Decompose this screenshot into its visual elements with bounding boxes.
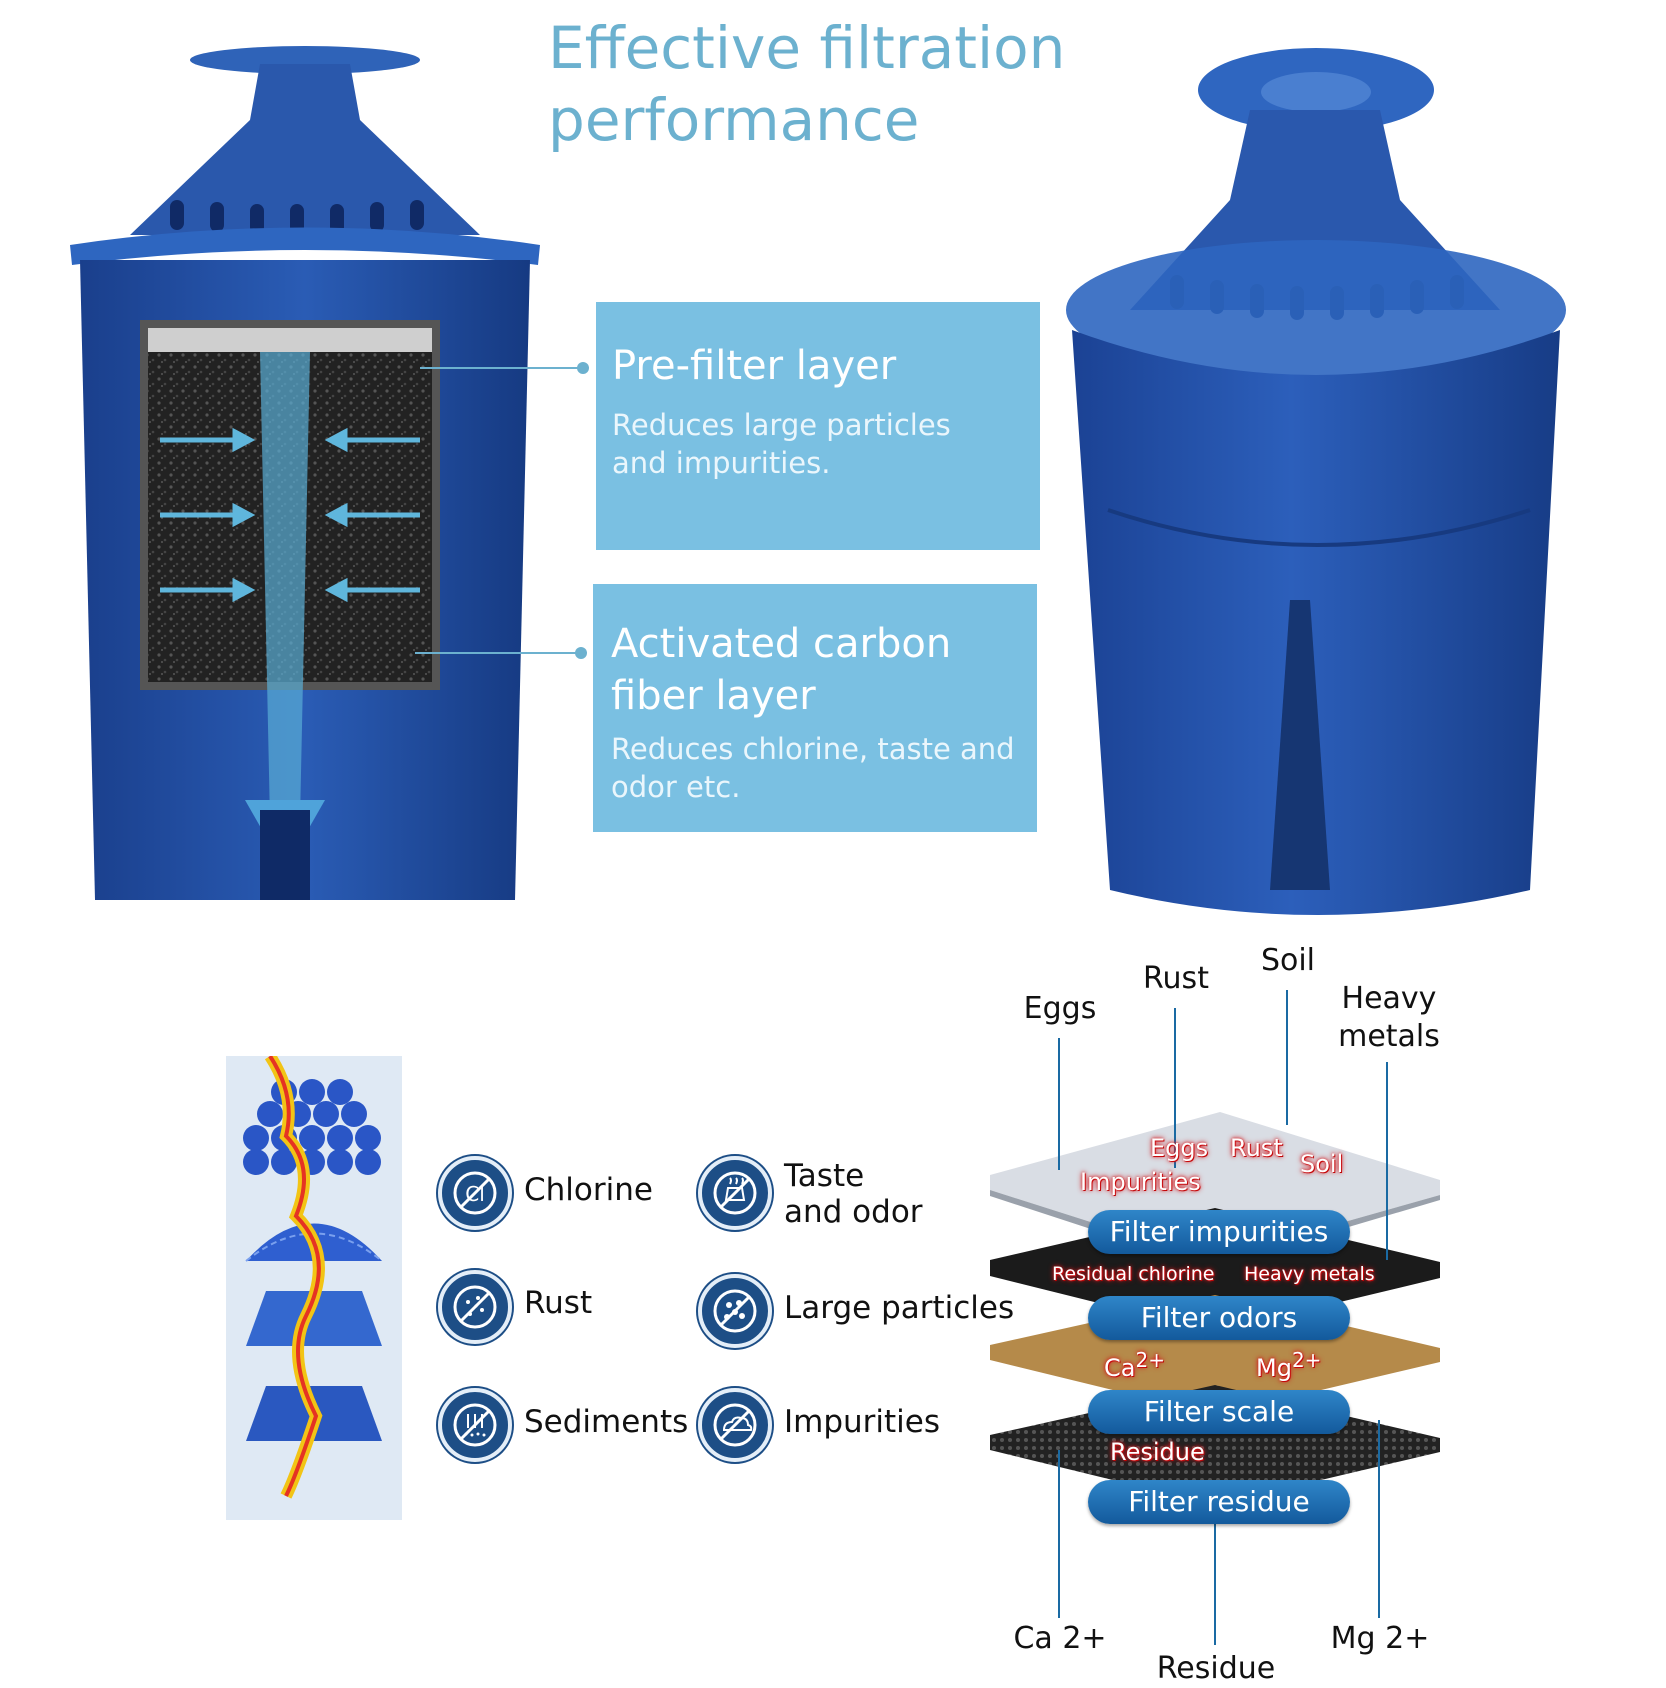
- label-rust: Rust: [1143, 961, 1209, 996]
- soil-indicator-line: [1286, 990, 1288, 1125]
- label-ca-2plus: Ca 2+: [1013, 1621, 1107, 1656]
- pill-filter-scale: Filter scale: [1088, 1390, 1350, 1434]
- removes-item-rust: [438, 1270, 512, 1344]
- cartridge-product-illustration: [1066, 48, 1566, 915]
- chlorine-icon: Cl: [438, 1156, 512, 1230]
- pill-filter-odors: Filter odors: [1088, 1296, 1350, 1340]
- rust-indicator-line: [1174, 1008, 1176, 1168]
- removes-label-rust: Rust: [524, 1285, 593, 1321]
- pill-filter-impurities: Filter impurities: [1088, 1210, 1350, 1254]
- removes-label-sediments: Sediments: [524, 1404, 689, 1440]
- residue-indicator-line: [1214, 1505, 1216, 1645]
- removes-item-chlorine: Cl: [438, 1156, 512, 1230]
- tag-rust: Rust: [1230, 1134, 1283, 1162]
- carbon-connector-dot: [575, 647, 587, 659]
- title-line-1: Effective filtration: [548, 14, 1066, 82]
- removes-label-chlorine: Chlorine: [524, 1172, 653, 1208]
- tag-eggs: Eggs: [1150, 1134, 1209, 1162]
- carbon-heading: Activated carbon fiber layer: [611, 621, 952, 719]
- impurities-icon: [698, 1388, 772, 1462]
- tag-residual-chlorine: Residual chlorine: [1052, 1263, 1215, 1285]
- prefilter-connector-dot: [577, 362, 589, 374]
- large-particles-icon: [698, 1274, 772, 1348]
- prefilter-info-box: Pre-filter layer Reduces large particles…: [596, 302, 1040, 550]
- page-title: Effective filtration performance: [548, 12, 1108, 156]
- eggs-indicator-line: [1058, 1038, 1060, 1170]
- tag-mg: Mg2+: [1256, 1348, 1322, 1382]
- removes-item-taste-odor: [698, 1156, 772, 1230]
- prefilter-description: Reduces large particles and impurities.: [612, 408, 951, 480]
- ca-indicator-line: [1058, 1450, 1060, 1618]
- tag-ca: Ca2+: [1104, 1348, 1165, 1382]
- cartridge-cutaway-illustration: [70, 46, 540, 900]
- label-residue: Residue: [1156, 1651, 1276, 1686]
- title-line-2: performance: [548, 86, 920, 154]
- label-heavy-metals: Heavy metals: [1338, 981, 1440, 1054]
- carbon-info-box: Activated carbon fiber layer Reduces chl…: [593, 584, 1037, 832]
- carbon-description: Reduces chlorine, taste and odor etc.: [611, 732, 1015, 804]
- label-eggs: Eggs: [1023, 991, 1097, 1026]
- filtration-stages-illustration: [226, 1056, 402, 1520]
- label-mg-2plus: Mg 2+: [1330, 1621, 1430, 1656]
- rust-icon: [438, 1270, 512, 1344]
- removes-item-sediments: [438, 1388, 512, 1462]
- tag-impurities: Impurities: [1080, 1168, 1201, 1196]
- removes-label-impurities: Impurities: [784, 1404, 941, 1440]
- removes-label-taste-odor: Taste and odor: [784, 1158, 923, 1230]
- removes-label-large-particles: Large particles: [784, 1290, 1015, 1326]
- carbon-connector: [415, 652, 580, 654]
- sediments-icon: [438, 1388, 512, 1462]
- pill-filter-residue: Filter residue: [1088, 1480, 1350, 1524]
- tag-soil: Soil: [1300, 1150, 1344, 1178]
- prefilter-heading: Pre-filter layer: [612, 343, 897, 389]
- label-soil: Soil: [1260, 943, 1316, 978]
- mg-indicator-line: [1378, 1420, 1380, 1618]
- tag-residue: Residue: [1110, 1438, 1205, 1466]
- prefilter-connector: [420, 367, 585, 369]
- tag-heavy-metals: Heavy metals: [1244, 1263, 1375, 1285]
- removes-item-large-particles: [698, 1274, 772, 1348]
- taste-odor-icon: [698, 1156, 772, 1230]
- heavy-metals-indicator-line: [1386, 1062, 1388, 1260]
- removes-item-impurities: [698, 1388, 772, 1462]
